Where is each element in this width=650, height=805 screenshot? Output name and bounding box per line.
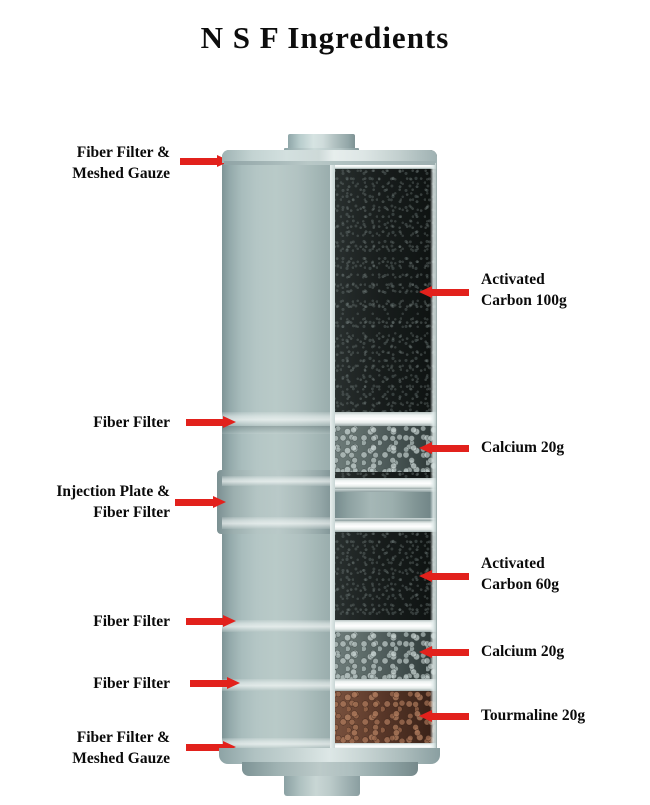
cartridge-cutaway-section [330, 150, 437, 762]
label-injection-plate-fiber-filter: Injection Plate & Fiber Filter [56, 483, 170, 521]
layer-injection-plate-line-top [330, 489, 437, 492]
top-outlet-spout [288, 134, 355, 152]
label-fiber-filter-1: Fiber Filter [93, 414, 170, 431]
label-fiber-filter-meshed-gauze-top: Fiber Filter & Meshed Gauze [72, 144, 170, 182]
injection-plate-ring [217, 470, 335, 534]
label-fiber-filter-meshed-gauze-bottom: Fiber Filter & Meshed Gauze [72, 729, 170, 767]
label-fiber-filter-2: Fiber Filter [93, 613, 170, 630]
arrow-fiber-filter-1 [186, 416, 236, 429]
arrow-calcium-20g-lower [419, 646, 469, 659]
layer-injection-plate-line-bottom [330, 518, 437, 521]
layer-fiber-filter-1 [330, 412, 437, 426]
label-calcium-20g-lower: Calcium 20g [481, 643, 565, 660]
label-tourmaline-20g: Tourmaline 20g [481, 707, 586, 724]
arrow-injection-plate-fiber-filter [175, 496, 226, 509]
arrow-fiber-filter-2 [186, 615, 236, 628]
layer-activated-carbon-100g [330, 169, 437, 412]
layer-fiber-filter-meshed-gauze-bottom [330, 743, 437, 750]
arrow-calcium-20g-upper [419, 442, 469, 455]
bottom-inlet-spout [284, 774, 360, 796]
layer-injection-plate [330, 492, 437, 518]
water-filter-cartridge [217, 134, 440, 796]
cartridge-top-bevel [224, 161, 435, 165]
cartridge-top-cap [222, 150, 437, 163]
layer-fiber-filter-2 [330, 620, 437, 632]
layer-fiber-filter-meshed-gauze-top [330, 162, 437, 169]
label-fiber-filter-3: Fiber Filter [93, 675, 170, 692]
cartridge-bottom-flange [242, 762, 418, 776]
layer-injection-plate-fiber-top [330, 478, 437, 489]
arrow-activated-carbon-60g [419, 570, 469, 583]
cartridge-outer-shell [222, 150, 330, 762]
arrow-fiber-filter-3 [190, 677, 240, 690]
arrow-tourmaline-20g [419, 710, 469, 723]
page-title: N S F Ingredients [200, 20, 450, 55]
layer-injection-plate-fiber-bottom [330, 521, 437, 532]
cartridge-bottom-cap [219, 748, 440, 764]
layer-fiber-filter-3 [330, 679, 437, 691]
layer-gap-above-injection-plate [330, 472, 437, 478]
label-activated-carbon-100g: Activated Carbon 100g [481, 271, 567, 309]
label-activated-carbon-60g: Activated Carbon 60g [481, 555, 559, 593]
arrow-activated-carbon-100g [419, 286, 469, 299]
cutaway-wall-edge [330, 150, 335, 762]
label-calcium-20g-upper: Calcium 20g [481, 439, 565, 456]
